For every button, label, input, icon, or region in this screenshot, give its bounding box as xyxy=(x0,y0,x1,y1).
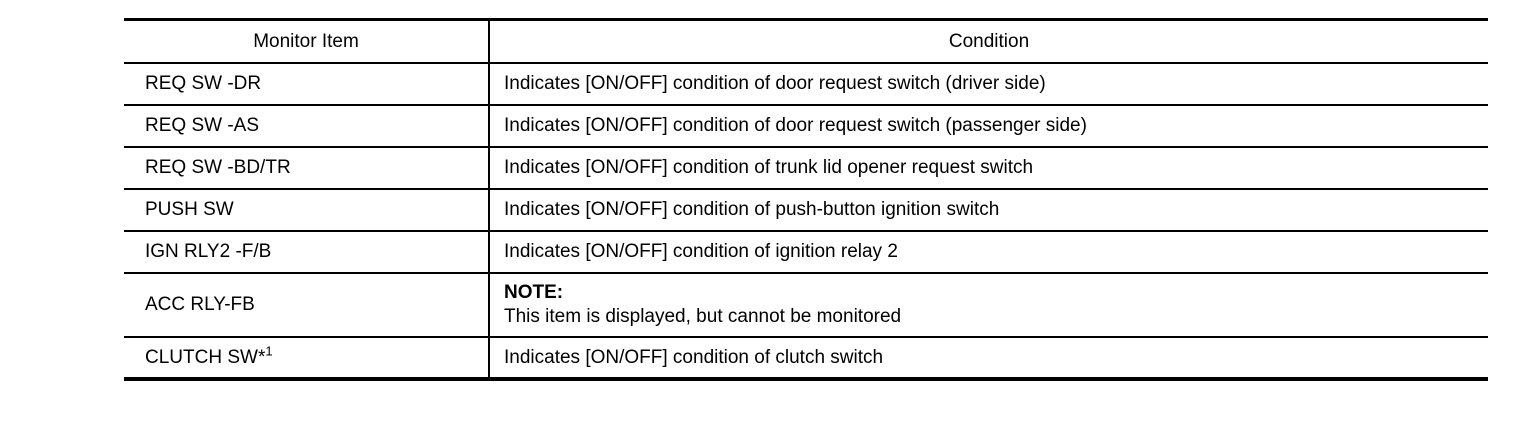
monitor-item-name: IGN RLY2 -F/B xyxy=(124,231,490,274)
monitor-item-name: REQ SW -BD/TR xyxy=(124,147,490,190)
table-row: ACC RLY-FB NOTE: This item is displayed,… xyxy=(124,273,1488,338)
monitor-item-condition-note: NOTE: This item is displayed, but cannot… xyxy=(489,273,1488,338)
column-header-condition: Condition xyxy=(489,18,1488,64)
column-header-monitor-item: Monitor Item xyxy=(124,18,490,64)
table-row: REQ SW -AS Indicates [ON/OFF] condition … xyxy=(124,105,1488,148)
table-row: CLUTCH SW*1 Indicates [ON/OFF] condition… xyxy=(124,337,1488,381)
monitor-item-condition: Indicates [ON/OFF] condition of push-but… xyxy=(489,189,1488,232)
monitor-item-condition: Indicates [ON/OFF] condition of ignition… xyxy=(489,231,1488,274)
table-row: IGN RLY2 -F/B Indicates [ON/OFF] conditi… xyxy=(124,231,1488,274)
monitor-item-name: PUSH SW xyxy=(124,189,490,232)
monitor-item-name: CLUTCH SW*1 xyxy=(124,337,490,381)
table-row: PUSH SW Indicates [ON/OFF] condition of … xyxy=(124,189,1488,232)
monitor-item-condition: Indicates [ON/OFF] condition of door req… xyxy=(489,105,1488,148)
monitor-item-name: ACC RLY-FB xyxy=(124,273,490,338)
footnote-asterisk: * xyxy=(257,346,266,368)
table-row: REQ SW -BD/TR Indicates [ON/OFF] conditi… xyxy=(124,147,1488,190)
monitor-item-condition: Indicates [ON/OFF] condition of clutch s… xyxy=(489,337,1488,381)
monitor-item-table-container: Monitor Item Condition REQ SW -DR Indica… xyxy=(124,18,1488,381)
note-text: This item is displayed, but cannot be mo… xyxy=(504,306,902,327)
monitor-item-label: CLUTCH SW xyxy=(145,346,258,368)
monitor-item-condition: Indicates [ON/OFF] condition of door req… xyxy=(489,63,1488,106)
table-row: REQ SW -DR Indicates [ON/OFF] condition … xyxy=(124,63,1488,106)
table-header-row: Monitor Item Condition xyxy=(124,18,1488,64)
footnote-number: 1 xyxy=(265,343,273,359)
monitor-item-condition: Indicates [ON/OFF] condition of trunk li… xyxy=(489,147,1488,190)
monitor-item-condition-table: Monitor Item Condition REQ SW -DR Indica… xyxy=(124,18,1488,381)
note-label: NOTE: xyxy=(504,282,564,304)
monitor-item-name: REQ SW -AS xyxy=(124,105,490,148)
monitor-item-name: REQ SW -DR xyxy=(124,63,490,106)
